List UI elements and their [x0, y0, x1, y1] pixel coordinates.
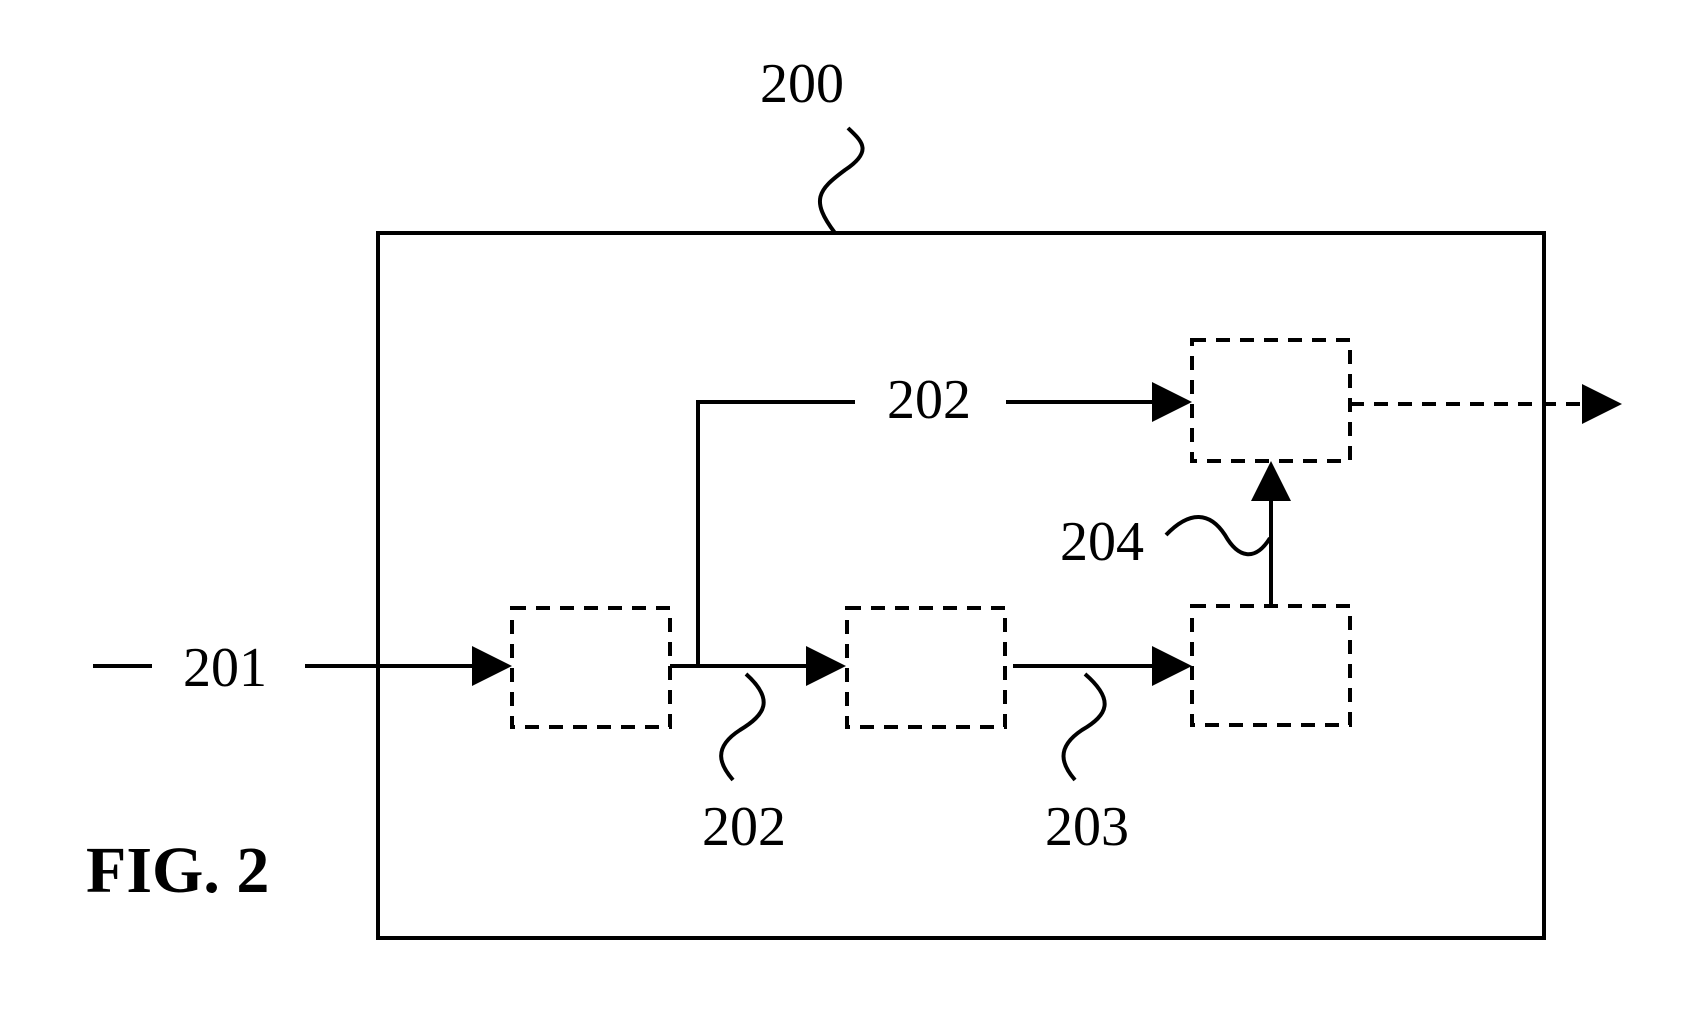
branch-top-line — [696, 400, 855, 666]
block-2 — [845, 606, 1007, 729]
block-4 — [1190, 338, 1352, 463]
block-1 — [510, 606, 672, 729]
label-204: 204 — [1060, 511, 1144, 573]
device-box — [376, 231, 1546, 940]
block-3 — [1190, 604, 1352, 727]
label-202-top: 202 — [887, 369, 971, 431]
label-200: 200 — [760, 53, 844, 115]
leader-200 — [817, 126, 865, 235]
figure-caption: FIG. 2 — [86, 834, 269, 907]
label-203: 203 — [1045, 796, 1129, 858]
leader-204 — [1164, 515, 1272, 557]
leader-203 — [1061, 672, 1107, 782]
label-202-bottom: 202 — [702, 796, 786, 858]
label-201: 201 — [183, 637, 267, 699]
leader-202-bottom — [719, 672, 766, 782]
